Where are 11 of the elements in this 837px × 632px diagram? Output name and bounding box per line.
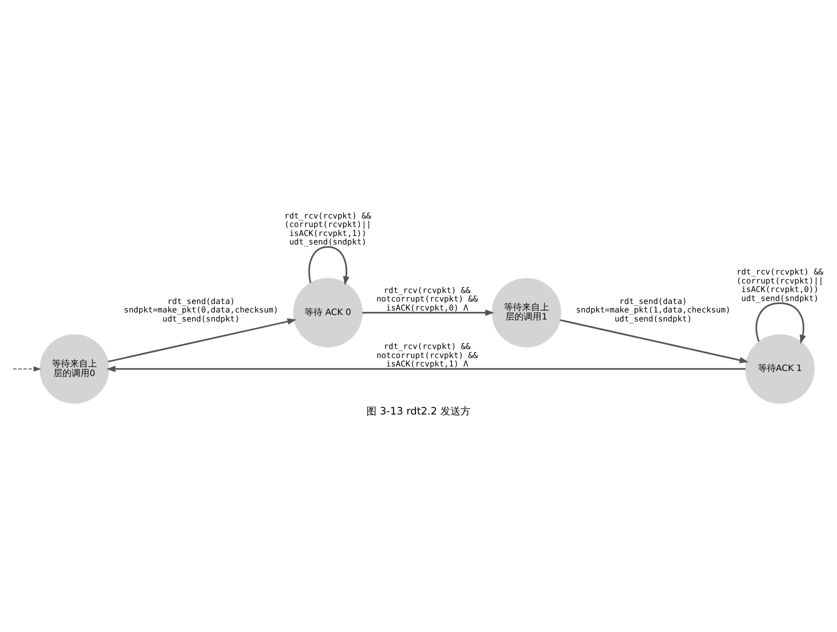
- arrow: [108, 318, 297, 362]
- node-circle: 等待来自上层的调用0: [40, 334, 110, 404]
- node-circle: 等待来自上层的调用1: [492, 278, 562, 348]
- node-circle: 等待 ACK 0: [293, 278, 363, 348]
- arrow: [12, 366, 42, 372]
- arrow: [362, 310, 494, 316]
- arrow: [756, 302, 806, 344]
- arrow: [308, 246, 350, 286]
- arrow: [106, 366, 746, 372]
- arrow: [560, 319, 749, 364]
- caption: 图 3-13 rdt2.2 发送方: [366, 406, 470, 418]
